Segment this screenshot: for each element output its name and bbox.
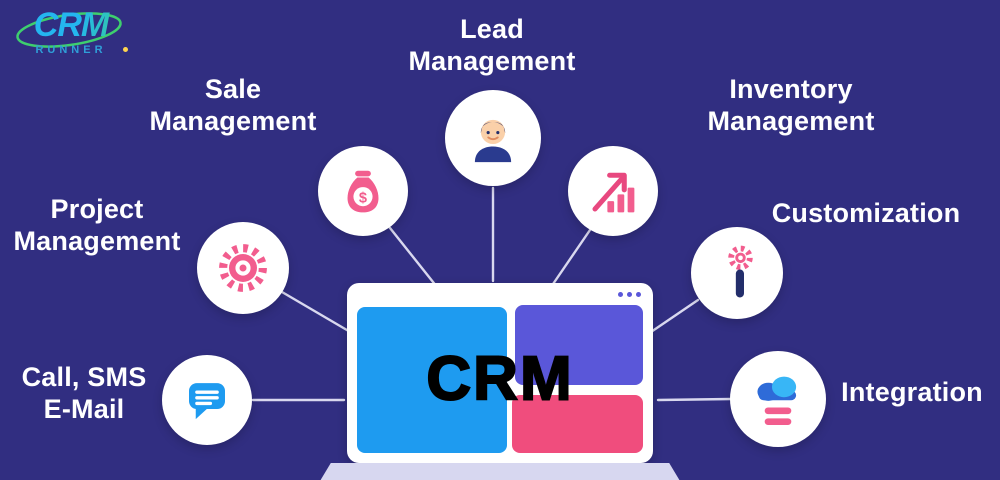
laptop-base bbox=[320, 463, 680, 480]
dashboard-panel-blue bbox=[357, 307, 507, 453]
crm-title: CRM bbox=[425, 344, 574, 415]
topbar-dot-icon bbox=[636, 291, 641, 297]
dashboard-panel-pink bbox=[512, 395, 643, 453]
label-sale-management: Sale Management bbox=[149, 74, 317, 136]
crm-runner-logo: CRM RUNNER bbox=[12, 7, 130, 56]
logo-text: CRM bbox=[12, 7, 130, 44]
topbar-dot-icon bbox=[627, 291, 632, 297]
integration-badge bbox=[730, 351, 826, 447]
label-project-management: Project Management bbox=[13, 194, 181, 256]
logo-subtext: RUNNER bbox=[35, 43, 107, 56]
lead-management-badge bbox=[445, 90, 541, 186]
logo-dot-icon bbox=[123, 46, 128, 52]
gear-tool-icon bbox=[728, 245, 753, 298]
label-call-sms-email: Call, SMS E-Mail bbox=[21, 362, 147, 424]
growth-chart-icon bbox=[592, 172, 635, 213]
logo-swoosh-icon bbox=[16, 12, 122, 48]
laptop-topbar bbox=[347, 283, 653, 305]
label-lead-management: Lead Management bbox=[408, 14, 576, 76]
label-inventory-management: Inventory Management bbox=[707, 74, 875, 136]
laptop-illustration: CRM bbox=[320, 283, 680, 480]
sale-management-badge: $ bbox=[318, 146, 408, 236]
call-sms-email-badge bbox=[162, 355, 252, 445]
laptop-screen: CRM bbox=[347, 283, 653, 463]
customization-badge bbox=[691, 227, 783, 319]
project-management-badge bbox=[197, 222, 289, 314]
label-customization: Customization bbox=[771, 198, 961, 228]
label-integration: Integration bbox=[841, 377, 983, 407]
laptop-screen-content: CRM bbox=[357, 305, 643, 453]
cloud-sync-icon bbox=[757, 376, 797, 425]
gear-icon bbox=[219, 244, 267, 292]
money-bag-icon: $ bbox=[347, 170, 379, 213]
chat-bubble-icon bbox=[189, 383, 225, 420]
dashboard-panel-purple bbox=[515, 305, 643, 385]
person-icon bbox=[474, 119, 512, 163]
topbar-dot-icon bbox=[618, 291, 623, 297]
inventory-management-badge bbox=[568, 146, 658, 236]
svg-text:$: $ bbox=[359, 190, 367, 206]
